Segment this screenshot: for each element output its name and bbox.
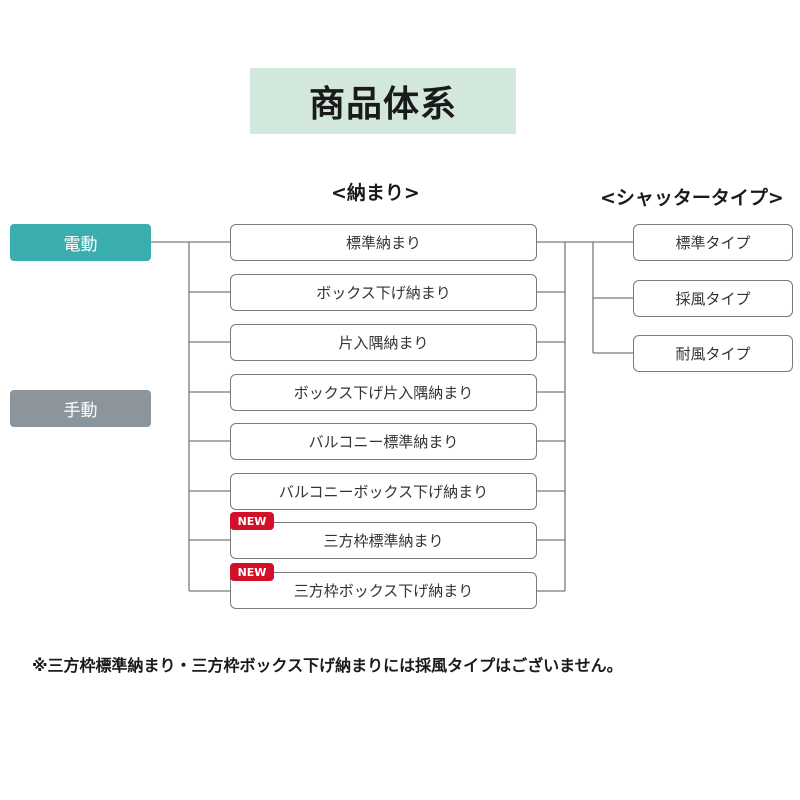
heading-shutter-type: <シャッタータイプ> <box>600 187 784 209</box>
new-badge: NEW <box>230 563 274 581</box>
osamari-item-box-down: ボックス下げ納まり <box>230 274 537 311</box>
page-title: 商品体系 <box>308 84 457 125</box>
osamari-item-single-corner: 片入隅納まり <box>230 324 537 361</box>
osamari-label: 三方枠標準納まり <box>323 532 444 550</box>
osamari-label: 片入隅納まり <box>338 334 429 352</box>
new-badge-label: NEW <box>237 514 267 528</box>
osamari-item-standard: 標準納まり <box>230 224 537 261</box>
osamari-label: ボックス下げ片入隅納まり <box>293 384 474 402</box>
osamari-label: バルコニーボックス下げ納まり <box>278 483 489 501</box>
shutter-type-label: 採風タイプ <box>675 290 751 308</box>
osamari-label: バルコニー標準納まり <box>308 433 459 451</box>
shutter-type-label: 耐風タイプ <box>675 345 751 363</box>
osamari-label: ボックス下げ納まり <box>316 284 451 302</box>
shutter-type-label: 標準タイプ <box>675 234 751 252</box>
drive-type-label: 手動 <box>63 401 98 421</box>
drive-type-manual: 手動 <box>10 390 151 427</box>
osamari-label: 標準納まり <box>345 234 421 252</box>
new-badge: NEW <box>230 512 274 530</box>
osamari-item-balcony-box-down: バルコニーボックス下げ納まり <box>230 473 537 510</box>
footnote: ※三方枠標準納まり・三方枠ボックス下げ納まりには採風タイプはございません。 <box>32 656 623 675</box>
osamari-item-balcony-standard: バルコニー標準納まり <box>230 423 537 460</box>
title-banner: 商品体系 <box>250 68 516 134</box>
drive-type-label: 電動 <box>63 235 98 255</box>
drive-type-electric: 電動 <box>10 224 151 261</box>
osamari-item-box-down-single-corner: ボックス下げ片入隅納まり <box>230 374 537 411</box>
shutter-type-standard: 標準タイプ <box>633 224 793 261</box>
osamari-item-three-frame-box-down: 三方枠ボックス下げ納まり <box>230 572 537 609</box>
shutter-type-ventilation: 採風タイプ <box>633 280 793 317</box>
heading-osamari: <納まり> <box>331 182 420 204</box>
new-badge-label: NEW <box>237 565 267 579</box>
osamari-label: 三方枠ボックス下げ納まり <box>293 582 474 600</box>
osamari-item-three-frame-standard: 三方枠標準納まり <box>230 522 537 559</box>
shutter-type-wind-resistant: 耐風タイプ <box>633 335 793 372</box>
